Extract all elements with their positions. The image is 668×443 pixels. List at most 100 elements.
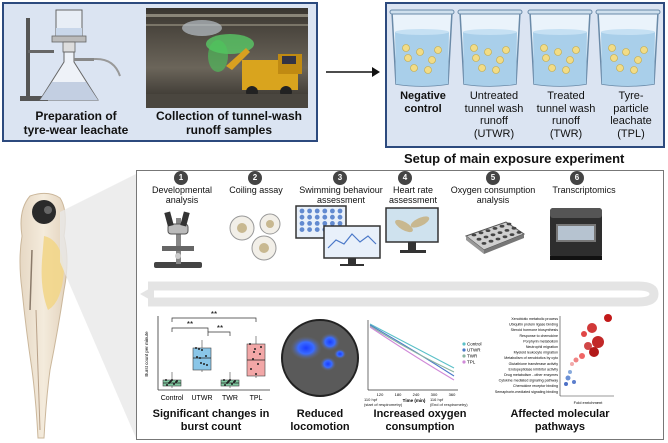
resp-well (499, 224, 505, 228)
step-title-transcriptomics: Transcriptomics (552, 185, 616, 195)
pathway-label: Glutathione transferase activity (509, 362, 559, 366)
resp-well (490, 233, 496, 237)
oxy-tick-4: 360 (449, 392, 456, 397)
resp-well (481, 242, 487, 245)
well (322, 221, 328, 226)
resp-well (502, 235, 508, 239)
box-2 (220, 372, 240, 388)
beaker-label-tpl: Tyre- particle leachate (TPL) (610, 90, 652, 140)
well (307, 221, 312, 226)
pathway-bubble (589, 347, 599, 357)
setup-title: Setup of main exposure experiment (404, 151, 625, 166)
sig-marker-3: ** (211, 310, 217, 319)
oxy-series-0 (369, 323, 455, 369)
beaker-label-utwr: Untreated tunnel wash runoff (UTWR) (464, 90, 524, 140)
path-xlabel: Fold enrichment (574, 400, 604, 405)
box-cat-control: Control (161, 395, 184, 402)
burst-count-box-plot: Burst count per minute ** ** ** Control … (144, 310, 270, 402)
resp-well (511, 226, 517, 230)
pathway-bubble (568, 370, 572, 374)
pathway-bubble (581, 331, 587, 337)
beaker-icon-1 (457, 9, 523, 87)
box-cat-utwr: UTWR (192, 395, 213, 402)
step-title-heart-rate: Heart rate assessment (388, 185, 438, 205)
oxy-start-label: 110 hpf (start of respirometry) (364, 397, 403, 407)
pathway-label: Drug metabolism - other enzymes (504, 373, 558, 377)
pathway-bubble (564, 382, 568, 386)
oxy-legend-swatch-2 (462, 354, 466, 358)
pathway-bubble (604, 314, 612, 322)
tunnel-sampling-caption: Collection of tunnel-wash runoff samples (156, 109, 302, 137)
resp-well (488, 239, 494, 243)
beaker-icon-3 (595, 9, 661, 87)
pathway-bubble (592, 336, 604, 348)
pathway-bubble (573, 357, 579, 363)
pathway-label: Xenobiotic metabolic process (511, 317, 558, 321)
resp-well (471, 233, 477, 237)
well (299, 208, 305, 214)
box-plot-ylabel: Burst count per minute (144, 331, 149, 377)
oxy-legend-label-1: UTWR (467, 348, 481, 353)
beaker-label-negative-control: Negative control (400, 90, 446, 115)
microscope-icon (154, 211, 202, 268)
well (330, 214, 335, 220)
oxy-tick-0: 120 (377, 392, 384, 397)
resp-well (483, 235, 489, 239)
sequencer-icon (550, 208, 602, 260)
well (299, 221, 305, 226)
flow-arrow-icon (326, 67, 380, 77)
resp-well (506, 222, 512, 226)
result-label-oxygen: Increased oxygen consumption (373, 408, 467, 433)
resp-well (504, 229, 510, 232)
beaker-label-twr: Treated tunnel wash runoff (TWR) (536, 90, 596, 140)
step-badge-3: 3 (333, 171, 347, 185)
step-title-oxygen: Oxygen consumption analysis (450, 185, 536, 205)
well (314, 227, 320, 232)
beaker-row (389, 9, 661, 87)
box-3 (246, 336, 266, 378)
step-badge-2: 2 (248, 171, 262, 185)
oxygen-consumption-line-chart: 120 180 240 300 360 Time (min) ControlUT… (367, 320, 482, 403)
resp-well (516, 231, 522, 234)
oxy-series-1 (369, 324, 455, 377)
well (330, 221, 335, 226)
pathway-label: Semaphorin-mediated signaling binding (495, 390, 558, 394)
pathway-bubble (570, 362, 574, 366)
oxy-legend-label-3: TPL (467, 360, 476, 365)
zoom-wedge (60, 174, 136, 438)
result-label-locomotion: Reduced locomotion (290, 408, 350, 433)
oxy-legend-swatch-3 (462, 360, 466, 364)
well (314, 208, 320, 214)
resp-well (497, 231, 503, 234)
oxy-end-label: 116 hpf (End of respirometry) (430, 397, 468, 407)
pathway-bubble (587, 323, 597, 333)
heart-rate-monitor-icon (385, 207, 439, 253)
resp-well (476, 237, 482, 241)
pathway-label: Steroid hormone biosynthesis (511, 328, 559, 332)
oxy-tick-1: 180 (395, 392, 402, 397)
oxy-series-3 (369, 326, 455, 381)
box-cat-tpl: TPL (250, 395, 263, 402)
well (322, 208, 328, 214)
step-badge-4: 4 (398, 171, 412, 185)
step-title-swimming: Swimming behaviour assessment (299, 185, 383, 205)
box-0 (162, 372, 182, 388)
swimming-tracking-monitor-icon (295, 205, 381, 266)
well (337, 221, 343, 226)
well (337, 214, 343, 220)
box-cat-twr: TWR (222, 395, 238, 402)
pathway-bubble (572, 380, 576, 384)
leachate-preparation-caption: Preparation of tyre-wear leachate (23, 109, 129, 137)
well (314, 214, 320, 220)
well (307, 227, 312, 232)
vacuum-flask-icon (20, 9, 121, 101)
beaker-icon-0 (389, 9, 455, 87)
resp-well (495, 237, 501, 241)
step-badge-6: 6 (570, 171, 584, 185)
result-label-pathways: Affected molecular pathways (510, 408, 610, 433)
well (307, 214, 312, 220)
oxy-tick-3: 300 (431, 392, 438, 397)
sig-marker-2: ** (217, 324, 223, 333)
well (299, 227, 305, 232)
